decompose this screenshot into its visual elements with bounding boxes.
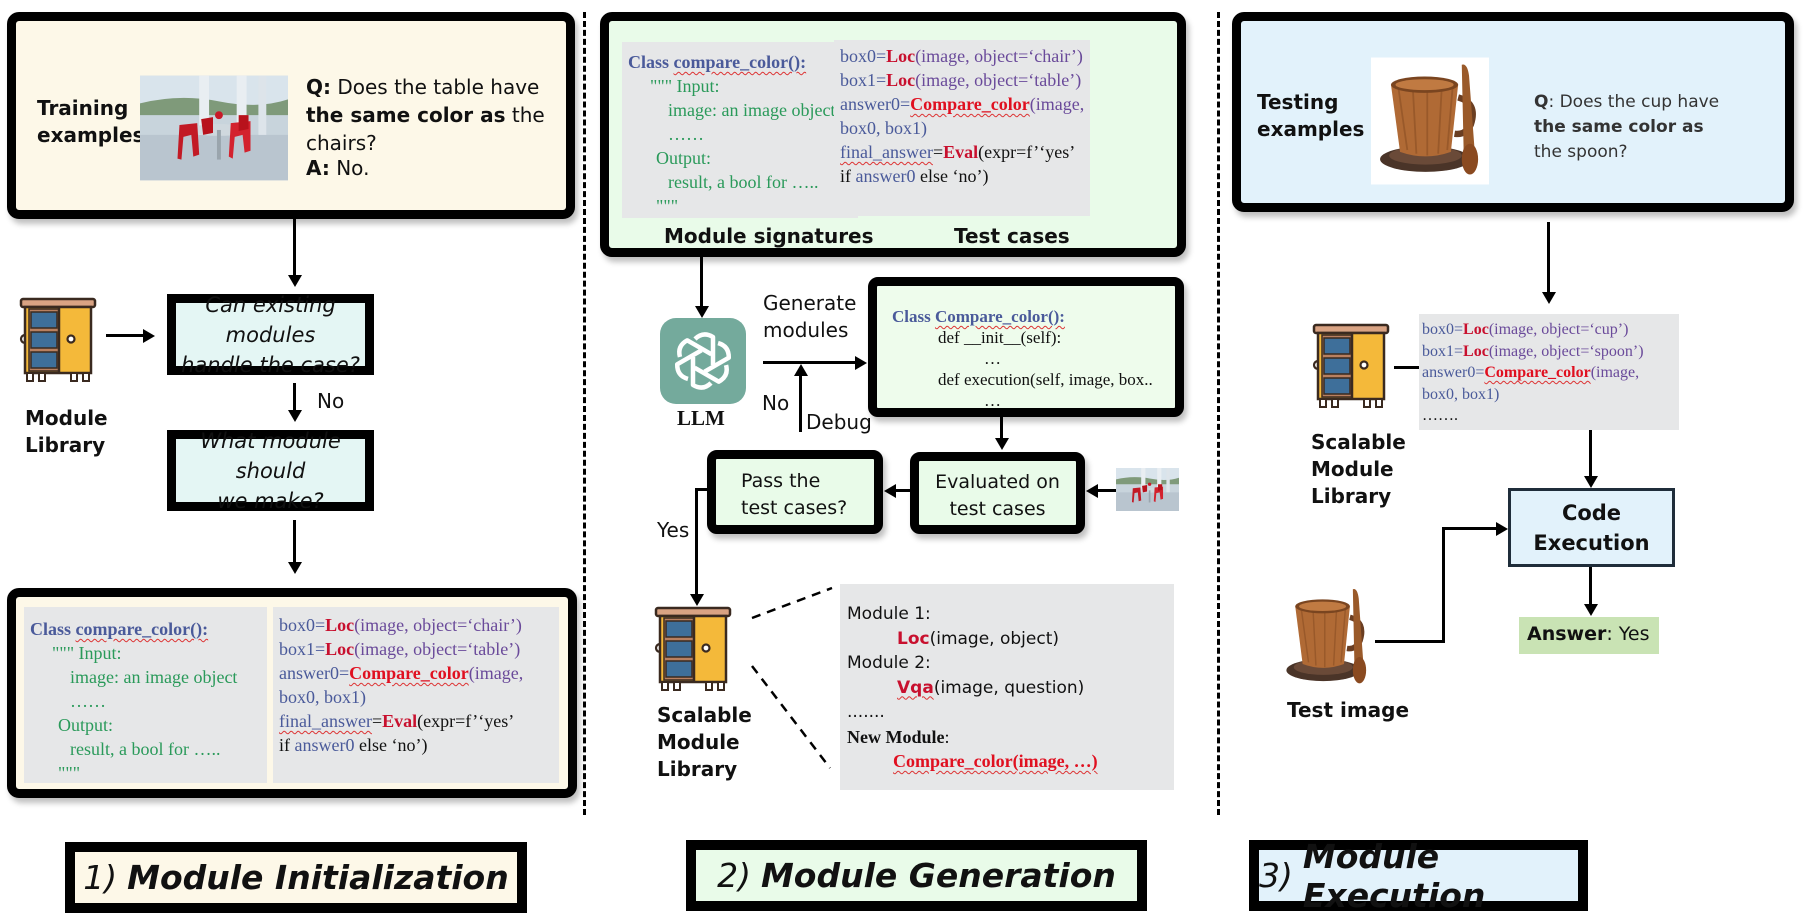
training-image bbox=[140, 75, 288, 181]
arrow-no bbox=[293, 383, 296, 411]
generated-module-box: Class Compare_color(): def __init__(self… bbox=[868, 277, 1184, 417]
caption-module-signatures: Module signatures bbox=[664, 224, 874, 248]
arrow-head bbox=[1542, 292, 1556, 304]
cup-and-spoon-photo bbox=[1371, 57, 1489, 185]
module-library-label: Module Library bbox=[25, 406, 108, 457]
decision-existing-modules: Can existing modules handle the case? bbox=[167, 293, 374, 377]
signatures-and-tests-panel: Class compare_color(): """ Input: image:… bbox=[600, 12, 1186, 257]
training-question: Q: Does the table have the same color as… bbox=[306, 75, 545, 155]
arrow-to-initial-modules bbox=[293, 520, 296, 562]
arrow-head bbox=[1086, 484, 1098, 498]
arrow-head bbox=[288, 410, 302, 422]
scalable-library-cabinet-icon bbox=[1310, 323, 1392, 413]
scalable-library-label: Scalable Module Library bbox=[657, 703, 752, 781]
arrow-head bbox=[695, 306, 709, 318]
arrow-to-llm bbox=[700, 257, 703, 307]
caption-test-cases: Test cases bbox=[954, 224, 1070, 248]
module-signature-code: Class compare_color(): """ Input: image:… bbox=[24, 607, 267, 783]
arrow-head bbox=[855, 356, 867, 370]
yes-label: Yes bbox=[657, 518, 690, 542]
testing-image bbox=[1371, 57, 1489, 185]
connector-test-image-top bbox=[1442, 527, 1496, 530]
arrow-head bbox=[794, 364, 808, 376]
arrow-debug bbox=[799, 375, 802, 432]
pass-test-cases-box: Pass the test cases? bbox=[707, 450, 883, 534]
evaluated-on-test-cases-box: Evaluated on test cases bbox=[910, 452, 1085, 534]
table-and-chairs-photo bbox=[140, 75, 288, 181]
openai-logo-icon bbox=[674, 332, 732, 390]
arrow-testing-to-program bbox=[1547, 222, 1550, 294]
no-label: No bbox=[762, 391, 790, 415]
test-image-label: Test image bbox=[1287, 698, 1410, 722]
arrow-head bbox=[1584, 604, 1598, 616]
module-signature-code: Class compare_color(): """ Input: image:… bbox=[622, 42, 858, 218]
answer-box: Answer: Yes bbox=[1519, 617, 1659, 654]
cup-and-spoon-photo bbox=[1279, 583, 1375, 692]
module-library-cabinet-icon bbox=[17, 297, 99, 387]
section-divider-1 bbox=[583, 12, 586, 815]
arrow-head bbox=[690, 594, 704, 606]
module-list: Module 1: Loc(image, object) Module 2: V… bbox=[840, 584, 1174, 790]
arrow-training-to-decision bbox=[293, 219, 296, 275]
zoom-dashed-lines bbox=[751, 586, 833, 769]
arrow-yes-vertical bbox=[695, 488, 698, 594]
arrow-head bbox=[288, 562, 302, 574]
arrow-library-to-decision bbox=[106, 334, 143, 337]
testing-examples-label: Testing examples bbox=[1257, 90, 1365, 141]
arrow-head bbox=[1584, 476, 1598, 488]
table-thumbnail-photo bbox=[1116, 468, 1179, 511]
test-cases-code-text: box0=Loc(image, object=‘chair’) box1=Loc… bbox=[834, 40, 1090, 216]
arrow-program-to-exec bbox=[1589, 430, 1592, 476]
connector-test-image-horizontal bbox=[1375, 640, 1445, 643]
arrow-to-evaluate bbox=[1000, 417, 1003, 439]
test-case-thumbnail bbox=[1116, 468, 1179, 511]
debug-label: Debug bbox=[806, 410, 872, 434]
arrow-head bbox=[995, 438, 1009, 450]
test-image bbox=[1279, 583, 1375, 692]
stage-label-execution: 3)Module Execution bbox=[1249, 837, 1588, 915]
arrow-eval-to-pass bbox=[896, 489, 911, 492]
stage-label-generation: 2)Module Generation bbox=[686, 840, 1147, 911]
generated-module-code: Class Compare_color(): def __init__(self… bbox=[892, 307, 1153, 410]
training-answer: A: No. bbox=[306, 156, 370, 180]
testing-examples-panel: Testing examples Q: Does the cup have th… bbox=[1232, 12, 1794, 212]
llm-label: LLM bbox=[677, 406, 725, 430]
no-label: No bbox=[317, 389, 345, 413]
arrow-yes-horizontal bbox=[695, 488, 709, 491]
arrow-head bbox=[884, 484, 896, 498]
training-examples-panel: Training examples Q: Does the table have… bbox=[7, 12, 575, 219]
arrow-head bbox=[288, 275, 302, 287]
arrow-image-to-eval bbox=[1098, 489, 1116, 492]
section-divider-2 bbox=[1217, 12, 1220, 815]
scalable-library-cabinet-icon bbox=[652, 606, 734, 696]
scalable-library-label: Scalable Module Library bbox=[1311, 430, 1406, 508]
generate-modules-label: Generate modules bbox=[763, 291, 857, 342]
arrow-exec-to-answer bbox=[1589, 567, 1592, 605]
training-examples-label: Training examples bbox=[37, 96, 145, 147]
initial-module-code-panel: Class compare_color(): """ Input: image:… bbox=[7, 588, 577, 798]
connector-test-image-vertical bbox=[1442, 527, 1445, 643]
llm-icon bbox=[660, 318, 746, 404]
program-code: box0=Loc(image, object=‘cup’) box1=Loc(i… bbox=[1419, 314, 1679, 430]
arrow-library-to-program bbox=[1394, 366, 1430, 369]
arrow-generate bbox=[763, 361, 855, 364]
testing-question: Q: Does the cup have the same color as t… bbox=[1534, 92, 1720, 162]
arrow-head bbox=[143, 329, 155, 343]
arrow-head bbox=[1496, 522, 1508, 536]
test-cases-code: box0=Loc(image, object=‘chair’) box1=Loc… bbox=[273, 607, 559, 783]
stage-label-initialization: 1)Module Initialization bbox=[65, 842, 527, 913]
code-execution-box: Code Execution bbox=[1508, 488, 1675, 567]
decision-what-module: What module should we make? bbox=[167, 429, 374, 513]
